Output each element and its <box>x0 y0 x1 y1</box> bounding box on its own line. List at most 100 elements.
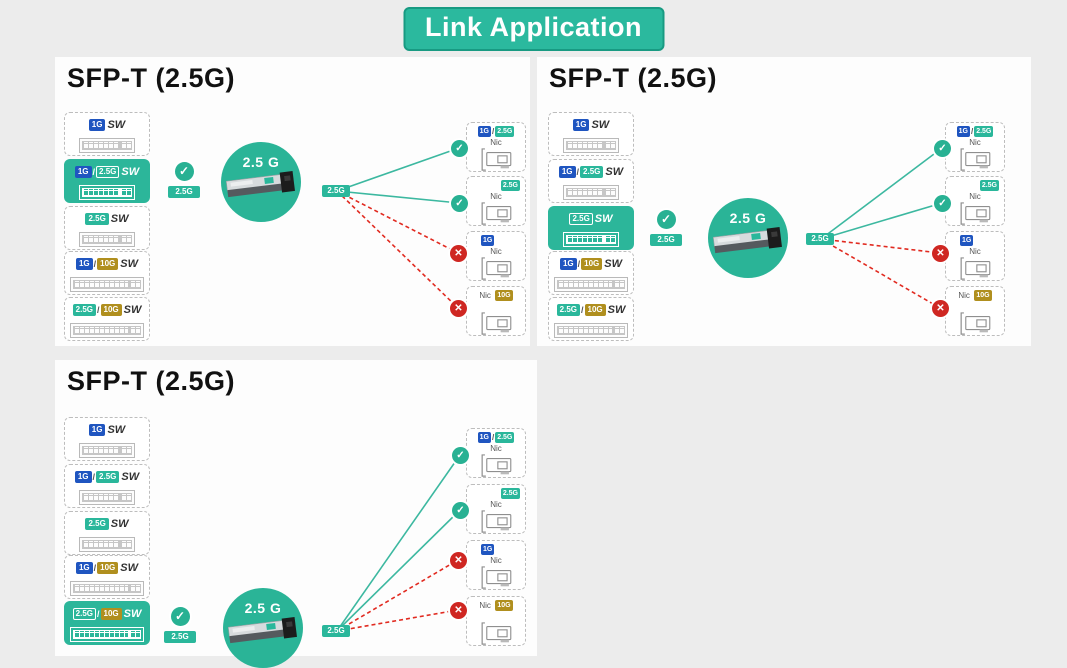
nic-10g: Nic 10G <box>466 596 526 646</box>
nic-card-icon <box>481 148 512 171</box>
approved-speed-badge: 2.5G <box>168 186 200 198</box>
nic-card-icon <box>481 454 512 477</box>
nic-1g-2-5g: 1G/2.5G Nic <box>945 122 1005 172</box>
speed-badge-10g: 10G <box>97 561 119 574</box>
speed-badge-10g: 10G <box>495 290 513 302</box>
sfp-transceiver-icon <box>225 171 295 198</box>
nic-label: Nic <box>490 556 502 566</box>
switch-illustration <box>79 537 135 552</box>
switch-label: SW <box>591 118 610 131</box>
incompatible-cross-icon: ✕ <box>932 245 949 262</box>
speed-badge-1g: 1G <box>88 423 106 436</box>
nic-1g: 1G Nic <box>466 540 526 590</box>
compatible-check-icon: ✓ <box>451 195 468 212</box>
nic-1g-2-5g: 1G/2.5G Nic <box>466 428 526 478</box>
incompatible-cross-icon: ✕ <box>450 602 467 619</box>
speed-badge-1g: 1G <box>559 257 577 270</box>
switch-approved-indicator: ✓ 2.5G <box>646 210 686 246</box>
switch-approved-indicator: ✓ 2.5G <box>164 162 204 198</box>
speed-badge-2-5g: 2.5G <box>569 212 593 225</box>
nic-1g: 1G Nic <box>945 231 1005 281</box>
link-speed-badge: 2.5G <box>806 233 834 245</box>
speed-badge-1g: 1G <box>75 257 93 270</box>
page-title: Link Application <box>403 7 664 51</box>
speed-badge-1g: 1G <box>477 126 491 138</box>
nic-label: Nic <box>490 500 502 510</box>
speed-badge-1g: 1G <box>75 561 93 574</box>
switch-label: SW <box>107 118 126 131</box>
link-speed-badge: 2.5G <box>322 625 350 637</box>
nic-card-icon <box>481 566 512 589</box>
nic-label: Nic <box>479 601 491 611</box>
speed-badge-10g: 10G <box>581 257 603 270</box>
speed-badge-10g: 10G <box>100 303 122 316</box>
switch-label: SW <box>604 257 623 270</box>
nic-label: Nic <box>958 291 970 301</box>
approved-speed-badge: 2.5G <box>164 631 196 643</box>
speed-badge-2-5g: 2.5G <box>72 607 96 620</box>
nic-card-icon <box>960 202 991 225</box>
check-icon: ✓ <box>656 210 676 229</box>
switch-illustration <box>70 627 144 642</box>
speed-badge-1g: 1G <box>74 470 92 483</box>
nic-label: Nic <box>969 192 981 202</box>
speed-badge-2-5g: 2.5G <box>85 517 109 530</box>
switch-illustration <box>563 232 619 247</box>
speed-badge-10g: 10G <box>97 257 119 270</box>
switch-illustration <box>554 277 628 292</box>
speed-badge-1g: 1G <box>558 165 576 178</box>
switch-illustration <box>79 490 135 505</box>
speed-badge-2-5g: 2.5G <box>96 165 120 178</box>
sfp-transceiver-icon <box>712 227 782 254</box>
sfp-transceiver-icon <box>227 617 297 644</box>
check-icon: ✓ <box>174 162 194 181</box>
switch-illustration <box>70 581 144 596</box>
panel-heading: SFP-T (2.5G) <box>67 63 236 93</box>
transceiver-circle: 2.5 G <box>223 588 303 668</box>
switch-label: SW <box>123 303 142 316</box>
nic-card-icon <box>481 312 512 335</box>
speed-badge-2-5g: 2.5G <box>85 212 109 225</box>
nic-label: Nic <box>969 138 981 148</box>
speed-badge-10g: 10G <box>584 303 606 316</box>
switch-label: SW <box>110 517 129 530</box>
nic-card-icon <box>481 622 512 645</box>
speed-badge-2-5g: 2.5G <box>96 470 120 483</box>
nic-label: Nic <box>479 291 491 301</box>
module-speed: 2.5 G <box>729 210 767 226</box>
switch-label: SW <box>110 212 129 225</box>
nic-card-icon <box>960 148 991 171</box>
incompatible-cross-icon: ✕ <box>450 300 467 317</box>
speed-badge-1g: 1G <box>481 544 495 556</box>
compatible-check-icon: ✓ <box>452 502 469 519</box>
compatible-check-icon: ✓ <box>451 140 468 157</box>
speed-badge-1g: 1G <box>960 235 974 247</box>
speed-badge-2-5g: 2.5G <box>974 126 994 138</box>
nic-10g: Nic 10G <box>466 286 526 336</box>
speed-badge-1g: 1G <box>88 118 106 131</box>
speed-badge-1g: 1G <box>956 126 970 138</box>
speed-badge-10g: 10G <box>495 600 513 612</box>
speed-badge-1g: 1G <box>477 432 491 444</box>
switch-illustration <box>79 185 135 200</box>
nic-label: Nic <box>490 247 502 257</box>
nic-10g: Nic 10G <box>945 286 1005 336</box>
switch-label: SW <box>121 165 140 178</box>
nic-label: Nic <box>490 192 502 202</box>
nic-2-5g: 2.5G Nic <box>945 176 1005 226</box>
nic-label: Nic <box>969 247 981 257</box>
switch-approved-indicator: ✓ 2.5G <box>160 607 200 643</box>
incompatible-cross-icon: ✕ <box>450 245 467 262</box>
speed-badge-2-5g: 2.5G <box>495 126 515 138</box>
nic-card-icon <box>481 510 512 533</box>
